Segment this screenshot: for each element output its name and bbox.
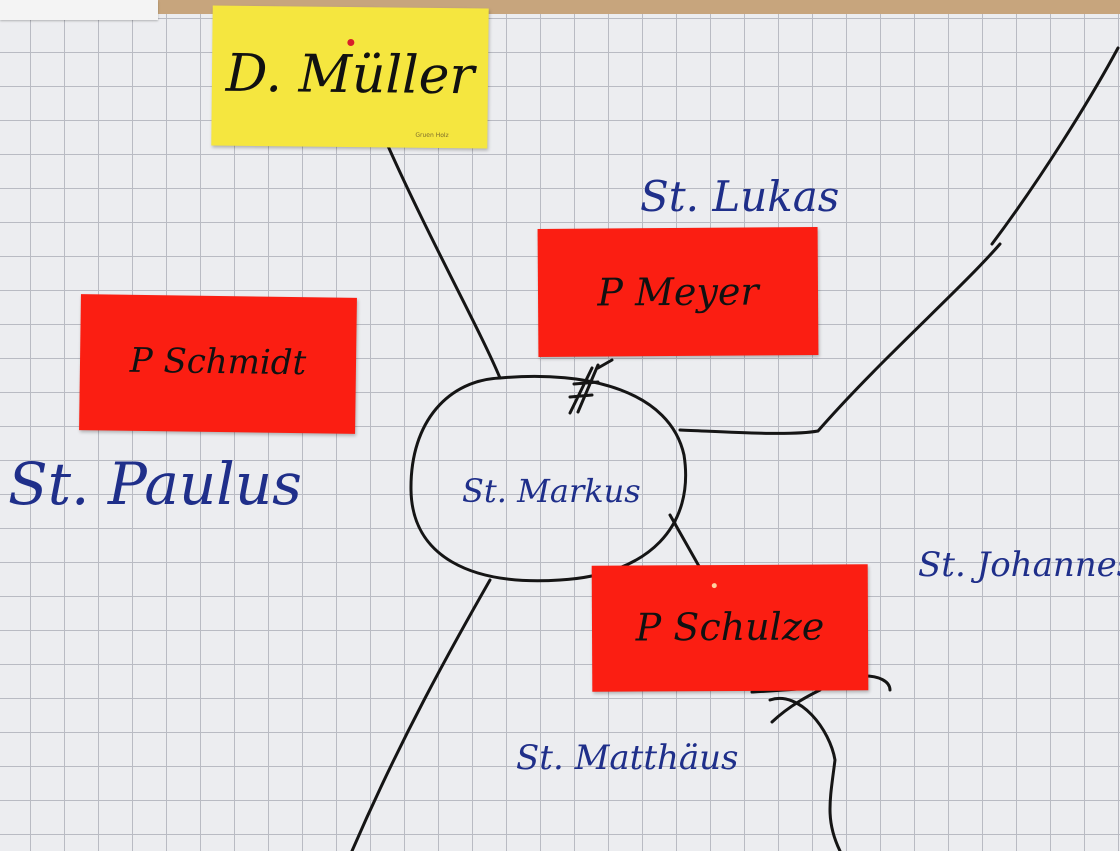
center-circle: [409, 374, 688, 583]
label-matthaeus: St. Matthäus: [516, 738, 739, 778]
note-mueller-text: D. Müller: [225, 43, 475, 107]
line-lower-right-2: [768, 696, 842, 851]
line-upper-right: [678, 46, 1120, 435]
line-lower-left: [350, 578, 492, 851]
flipchart-paper: [0, 14, 1120, 851]
label-lukas: St. Lukas: [640, 172, 840, 221]
note-schmidt-text: P Schmidt: [129, 340, 307, 384]
note-schmidt: P Schmidt: [79, 294, 357, 434]
line-to-schulze: [668, 513, 702, 570]
line-lower-right-3: [770, 688, 822, 724]
hatch-marks: [568, 358, 614, 415]
note-meyer: P Meyer: [537, 227, 819, 357]
note-schulze-text: P Schulze: [635, 604, 825, 650]
label-johannes: St. Johannes: [918, 545, 1120, 585]
note-schulze: P Schulze: [591, 564, 869, 692]
note-meyer-text: P Meyer: [597, 269, 759, 315]
corner-paper-scrap: [0, 0, 158, 20]
center-label: St. Markus: [462, 472, 641, 510]
line-to-mueller: [386, 144, 502, 380]
note-mueller-small-text: Gruen Holz: [415, 131, 449, 140]
pin-icon: [711, 583, 717, 589]
note-mueller: D. Müller Gruen Holz: [211, 5, 489, 149]
label-paulus: St. Paulus: [8, 450, 302, 518]
